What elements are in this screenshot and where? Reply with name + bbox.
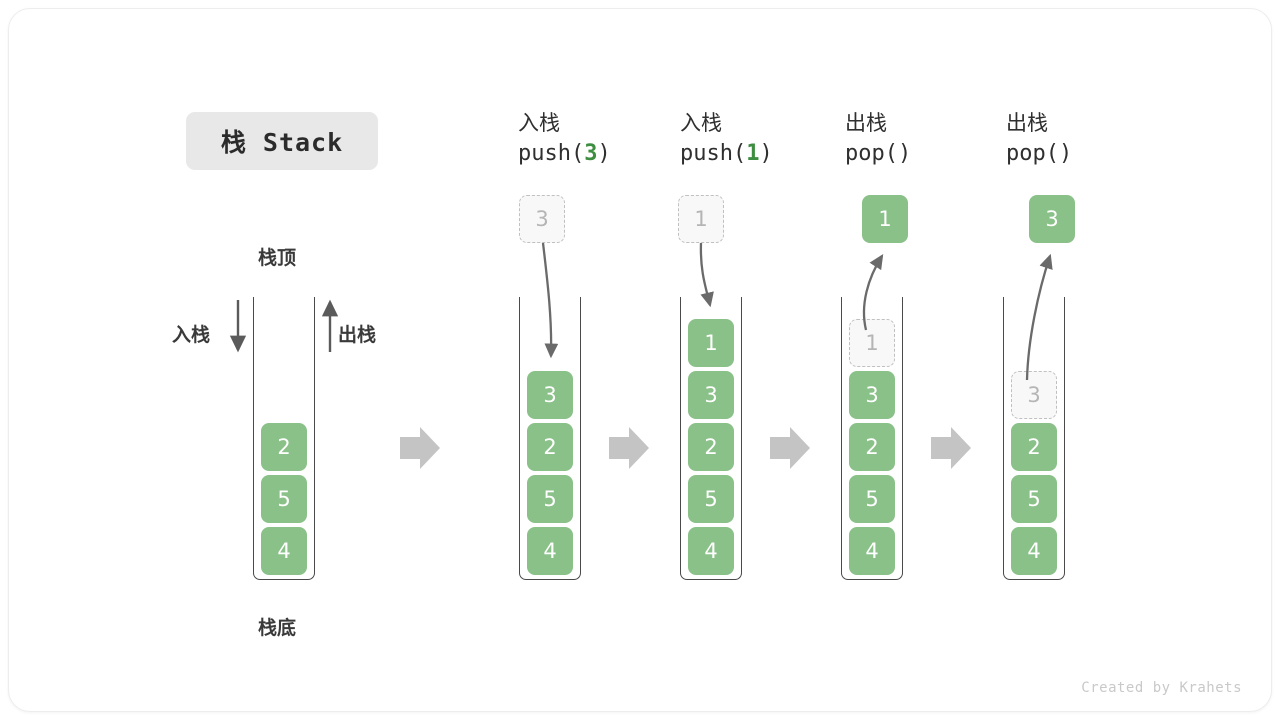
stack-cell: 3 (688, 371, 734, 419)
incoming-value-box: 1 (678, 195, 724, 243)
stack-cell: 4 (261, 527, 307, 575)
stack-cell: 3 (527, 371, 573, 419)
incoming-value-box: 3 (519, 195, 565, 243)
stack-cell: 2 (527, 423, 573, 471)
step-title-cn: 入栈 (518, 111, 560, 135)
stack-cell: 5 (1011, 475, 1057, 523)
step-header-pop-1: 出栈 pop() (845, 108, 995, 170)
step-title-cn: 出栈 (845, 111, 887, 135)
step-code: pop() (1006, 141, 1073, 166)
step-title-cn: 出栈 (1006, 111, 1048, 135)
stack-top-label: 栈顶 (258, 247, 297, 269)
popped-value-box: 3 (1029, 195, 1075, 243)
stack-cell: 1 (688, 319, 734, 367)
step-code: push(1) (680, 141, 773, 166)
step-header-push-3: 入栈 push(3) (518, 108, 668, 170)
step-title-cn: 入栈 (680, 111, 722, 135)
stack-cell: 4 (849, 527, 895, 575)
step-header-push-1: 入栈 push(1) (680, 108, 830, 170)
page-title: 栈 Stack (186, 112, 378, 170)
step-code: pop() (845, 141, 912, 166)
step-header-pop-3: 出栈 pop() (1006, 108, 1156, 170)
stack-container (841, 297, 903, 580)
stack-cell: 4 (688, 527, 734, 575)
pop-direction-label: 出栈 (338, 324, 377, 346)
stack-container (680, 297, 742, 580)
stack-cell: 5 (849, 475, 895, 523)
stack-cell: 3 (849, 371, 895, 419)
popped-value-box: 1 (862, 195, 908, 243)
stack-container (519, 297, 581, 580)
stack-cell: 1 (849, 319, 895, 367)
stack-cell: 2 (688, 423, 734, 471)
stack-cell: 3 (1011, 371, 1057, 419)
stack-bottom-label: 栈底 (258, 617, 297, 639)
stack-cell: 2 (261, 423, 307, 471)
stack-cell: 5 (261, 475, 307, 523)
stack-container (1003, 297, 1065, 580)
credit-footer: Created by Krahets (1081, 680, 1242, 696)
push-direction-label: 入栈 (172, 324, 211, 346)
stack-cell: 4 (1011, 527, 1057, 575)
stack-cell: 5 (688, 475, 734, 523)
stack-container (253, 297, 315, 580)
stack-cell: 2 (849, 423, 895, 471)
step-code: push(3) (518, 141, 611, 166)
stack-cell: 2 (1011, 423, 1057, 471)
stack-cell: 4 (527, 527, 573, 575)
stack-cell: 5 (527, 475, 573, 523)
